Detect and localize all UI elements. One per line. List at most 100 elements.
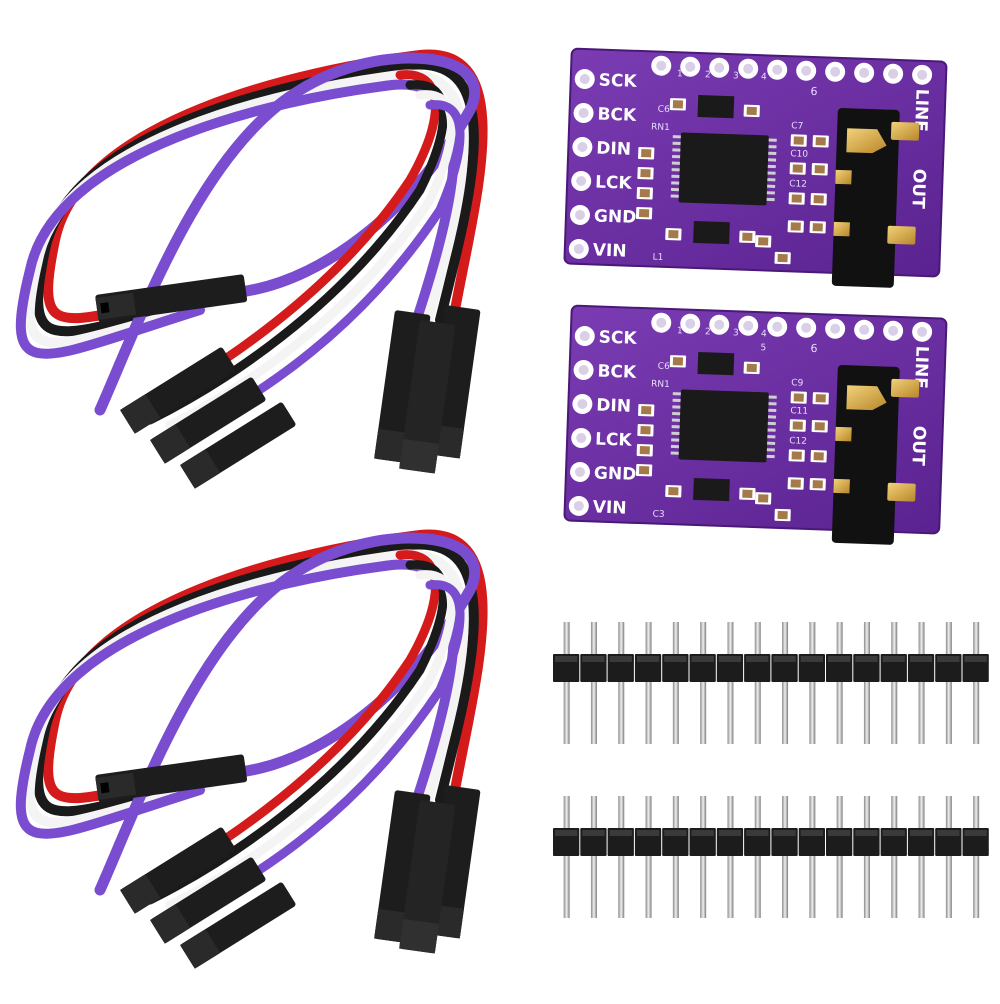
header-pin <box>891 622 898 744</box>
smd-part <box>809 478 826 491</box>
silkscreen-labels: 1 2 3 4 6 C6 C7 C10 C12 RN1 L1 <box>651 69 818 263</box>
silk-label: L1 <box>652 253 663 263</box>
header-pin <box>645 622 652 744</box>
pin-label-vin: VIN <box>592 240 626 261</box>
smd-part <box>635 463 653 477</box>
header-pin <box>918 622 925 744</box>
chip-leg <box>767 164 776 169</box>
chip-leg <box>767 428 776 432</box>
header-pin <box>727 796 734 918</box>
smd-part <box>636 443 653 457</box>
smd-part <box>787 220 804 233</box>
silk-label: 4 <box>761 329 767 339</box>
header-pin <box>863 622 870 744</box>
smd-part <box>787 477 804 490</box>
pin-hole <box>570 204 591 225</box>
pin-hole <box>570 461 591 482</box>
small-ic <box>697 352 735 376</box>
chip-leg <box>672 411 681 416</box>
chip-leg <box>672 135 681 139</box>
smd-components <box>635 98 829 265</box>
pin-hole <box>568 495 589 516</box>
silk-label: C3 <box>652 510 664 520</box>
pin-hole <box>651 312 672 333</box>
smd-part <box>774 508 791 522</box>
header-pin <box>945 796 952 918</box>
line-label: LINE <box>910 345 931 389</box>
header-pin <box>863 796 870 918</box>
jumper-connectors-top <box>95 274 481 489</box>
header-pin <box>809 622 816 744</box>
dupont-connector <box>119 347 236 434</box>
pin-hole <box>796 60 817 81</box>
header-pin <box>754 796 761 918</box>
pin-labels: SCK BCK DIN LCK GND VIN <box>592 328 637 519</box>
smd-part <box>739 230 756 244</box>
audio-jack <box>831 365 920 545</box>
chip-leg <box>671 418 680 422</box>
line-label-group: LINE <box>910 88 931 132</box>
dac-chip <box>678 389 769 463</box>
pin-hole <box>573 103 594 124</box>
smd-part <box>638 146 655 160</box>
small-ic <box>697 95 735 119</box>
line-label-group: LINE <box>910 345 931 389</box>
dupont-connector <box>180 402 296 489</box>
chip-leg <box>768 408 777 412</box>
chip-leg <box>766 197 775 202</box>
pin-hole <box>680 56 701 77</box>
chip-leg <box>671 431 680 436</box>
chip-leg <box>767 415 777 419</box>
out-label-group: OUT <box>907 425 928 466</box>
chip-leg <box>672 141 681 146</box>
header-pin <box>782 622 789 744</box>
header-pin <box>590 622 597 744</box>
header-pin <box>672 622 679 744</box>
pin-hole <box>825 318 846 339</box>
header-pin <box>645 796 652 918</box>
pin-label-vin: VIN <box>592 497 626 518</box>
chip-leg <box>767 158 777 162</box>
header-pin <box>809 796 816 918</box>
header-pin <box>727 622 734 744</box>
silk-label: 3 <box>733 71 739 81</box>
chip-leg <box>672 398 681 403</box>
chip-leg <box>766 454 775 459</box>
chip-leg <box>768 151 777 155</box>
pin-hole <box>709 314 730 335</box>
dupont-connector <box>150 857 266 944</box>
pin-hole <box>573 360 594 381</box>
smd-part <box>788 449 805 462</box>
pin-label-din: DIN <box>596 138 631 159</box>
header-pin <box>672 796 679 918</box>
chip-leg <box>670 187 680 192</box>
smd-part <box>788 192 805 205</box>
pin-hole <box>883 320 904 341</box>
silk-label: 1 <box>677 326 683 336</box>
header-pin <box>891 796 898 918</box>
silk-label: 5 <box>760 343 766 353</box>
chip-leg <box>766 448 775 452</box>
chip-leg <box>768 138 777 142</box>
smd-part <box>638 403 655 417</box>
smd-part <box>812 135 829 148</box>
pin-hole <box>738 58 759 79</box>
dac-chip <box>678 132 769 206</box>
header-pin <box>618 622 625 744</box>
smd-part <box>810 450 827 463</box>
smd-part <box>790 134 807 147</box>
chip-leg <box>767 435 776 439</box>
header-pin <box>700 796 707 918</box>
pin-hole <box>912 321 933 342</box>
header-base <box>553 654 989 682</box>
pin-hole <box>912 64 933 85</box>
silk-label: RN1 <box>651 122 670 133</box>
header-pin <box>782 796 789 918</box>
smd-part <box>811 420 828 433</box>
header-pin <box>973 796 980 918</box>
header-base <box>553 828 989 856</box>
chip-leg <box>767 184 776 188</box>
smd-part <box>774 251 791 265</box>
smd-part <box>811 163 828 176</box>
